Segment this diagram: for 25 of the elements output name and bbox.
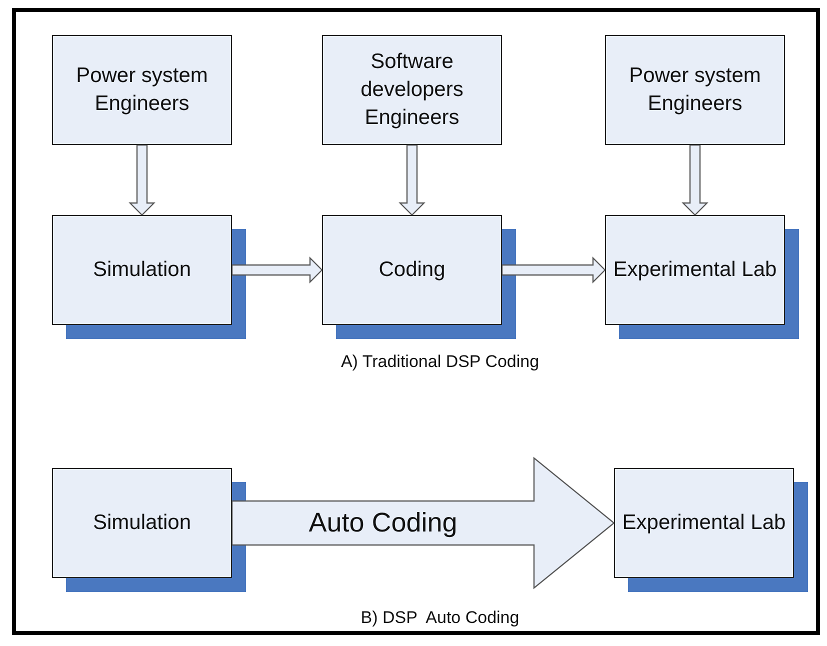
block-arrow [128,144,156,216]
box-text: Simulation [92,257,192,283]
process-box [322,35,502,145]
process-box [52,215,232,325]
block-arrow [231,456,615,590]
box-text: Coding [378,257,446,283]
process-box [605,35,785,145]
process-box [52,468,232,578]
box-text: Experimental Lab [622,510,786,536]
box-text: Power system Engineers [75,63,209,117]
process-box [605,215,785,325]
block-arrow [231,256,323,284]
process-box [614,468,794,578]
box-text: Power system Engineers [628,63,762,117]
figure-caption: A) Traditional DSP Coding [340,352,540,372]
box-text: Software developers Engineers [360,49,464,131]
figure-caption: B) DSP Auto Coding [360,608,520,628]
block-arrow [398,144,426,216]
block-arrow [501,256,606,284]
process-box [52,35,232,145]
box-text: Simulation [92,510,192,536]
process-box [322,215,502,325]
edge-label: Auto Coding [308,508,458,538]
block-arrow [682,144,708,216]
box-text: Experimental Lab [613,257,777,283]
